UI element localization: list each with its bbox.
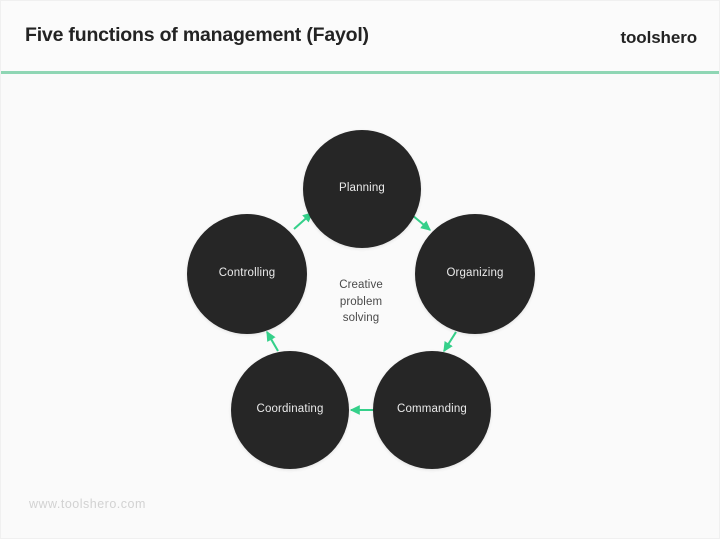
- center-caption: Creative problem solving: [306, 277, 416, 327]
- header-divider: [1, 71, 719, 74]
- node-label-organizing: Organizing: [446, 267, 504, 280]
- node-planning[interactable]: Planning: [303, 130, 421, 248]
- node-label-commanding: Commanding: [397, 403, 467, 416]
- arrow-planning-to-organizing: [411, 214, 431, 231]
- center-caption-line-3: solving: [342, 312, 380, 325]
- page-title: Five functions of management (Fayol): [25, 24, 369, 46]
- node-label-controlling: Controlling: [218, 267, 276, 280]
- node-label-coordinating: Coordinating: [256, 403, 324, 416]
- center-caption-line-2: problem: [339, 295, 383, 308]
- slide-header: Five functions of management (Fayol) too…: [1, 1, 719, 74]
- arrow-organizing-to-commanding: [443, 331, 457, 353]
- center-caption-line-1: Creative: [339, 279, 383, 291]
- toolshero-logo: toolshero: [620, 28, 697, 47]
- node-label-planning: Planning: [339, 182, 385, 195]
- node-coordinating[interactable]: Coordinating: [231, 351, 349, 469]
- node-organizing[interactable]: Organizing: [415, 214, 535, 334]
- diagram-area: Planning Organizing Commanding Coordinat…: [1, 74, 719, 538]
- footer-url: www.toolshero.com: [29, 497, 146, 511]
- node-controlling[interactable]: Controlling: [187, 214, 307, 334]
- arrow-coordinating-to-controlling: [266, 330, 279, 352]
- node-commanding[interactable]: Commanding: [373, 351, 491, 469]
